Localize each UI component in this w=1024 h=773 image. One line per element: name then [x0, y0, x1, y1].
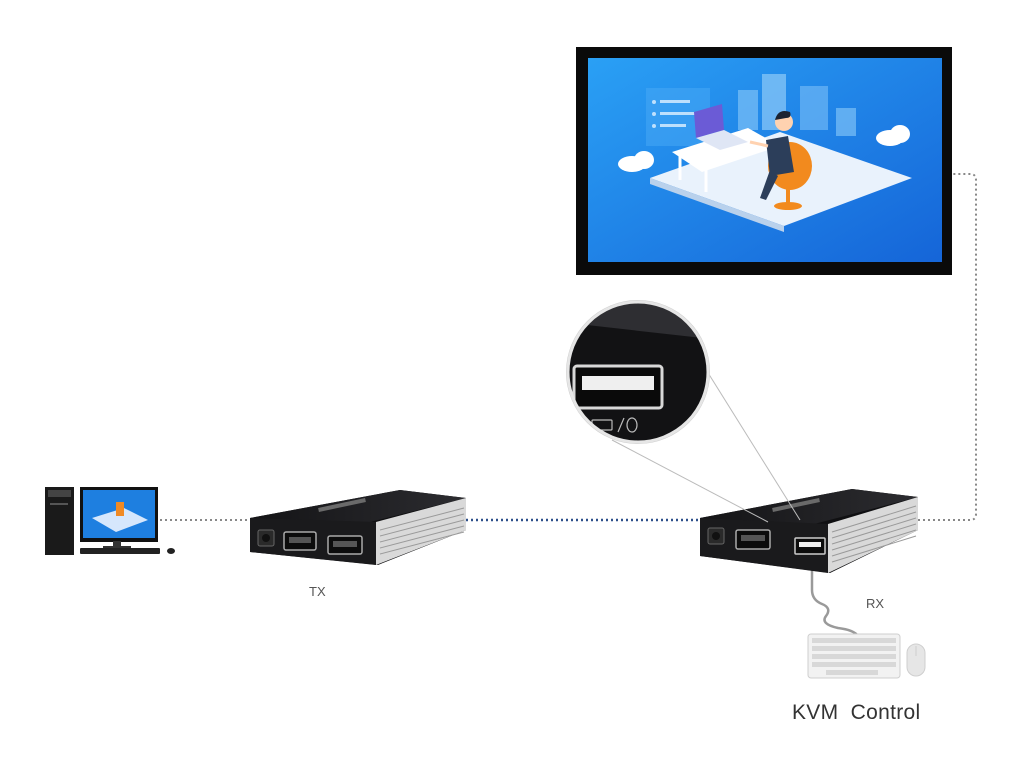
rx-label: RX	[866, 596, 885, 611]
screen-illustration	[618, 74, 912, 232]
person	[749, 111, 812, 210]
source-computer	[45, 487, 175, 555]
tx-hdmi-in-port	[283, 531, 317, 551]
rx-dc-port	[707, 527, 725, 545]
tx-label: TX	[309, 584, 326, 599]
pc-mouse	[167, 548, 175, 554]
laptop	[694, 104, 748, 150]
usb-mouse	[906, 643, 926, 677]
pc-tower	[45, 487, 74, 555]
desk	[672, 128, 780, 192]
usb-cable-keyboard	[810, 568, 860, 637]
rx-hdmi-out-port	[735, 529, 771, 550]
rx-usb-port	[794, 537, 826, 555]
rx-device	[700, 489, 918, 573]
display-monitor	[576, 47, 952, 275]
tx-device	[250, 490, 466, 565]
tx-hdmi-out-port	[327, 535, 363, 555]
usb-keyboard	[807, 633, 901, 679]
kvm-control-label: KVM Control	[792, 701, 921, 724]
usb-port-zoom-callout	[566, 300, 801, 523]
pc-monitor	[80, 487, 158, 549]
pc-keyboard	[80, 548, 160, 554]
tx-dc-port	[257, 529, 275, 547]
cloud-icon	[618, 125, 910, 172]
zoom-usb-port	[572, 364, 664, 410]
